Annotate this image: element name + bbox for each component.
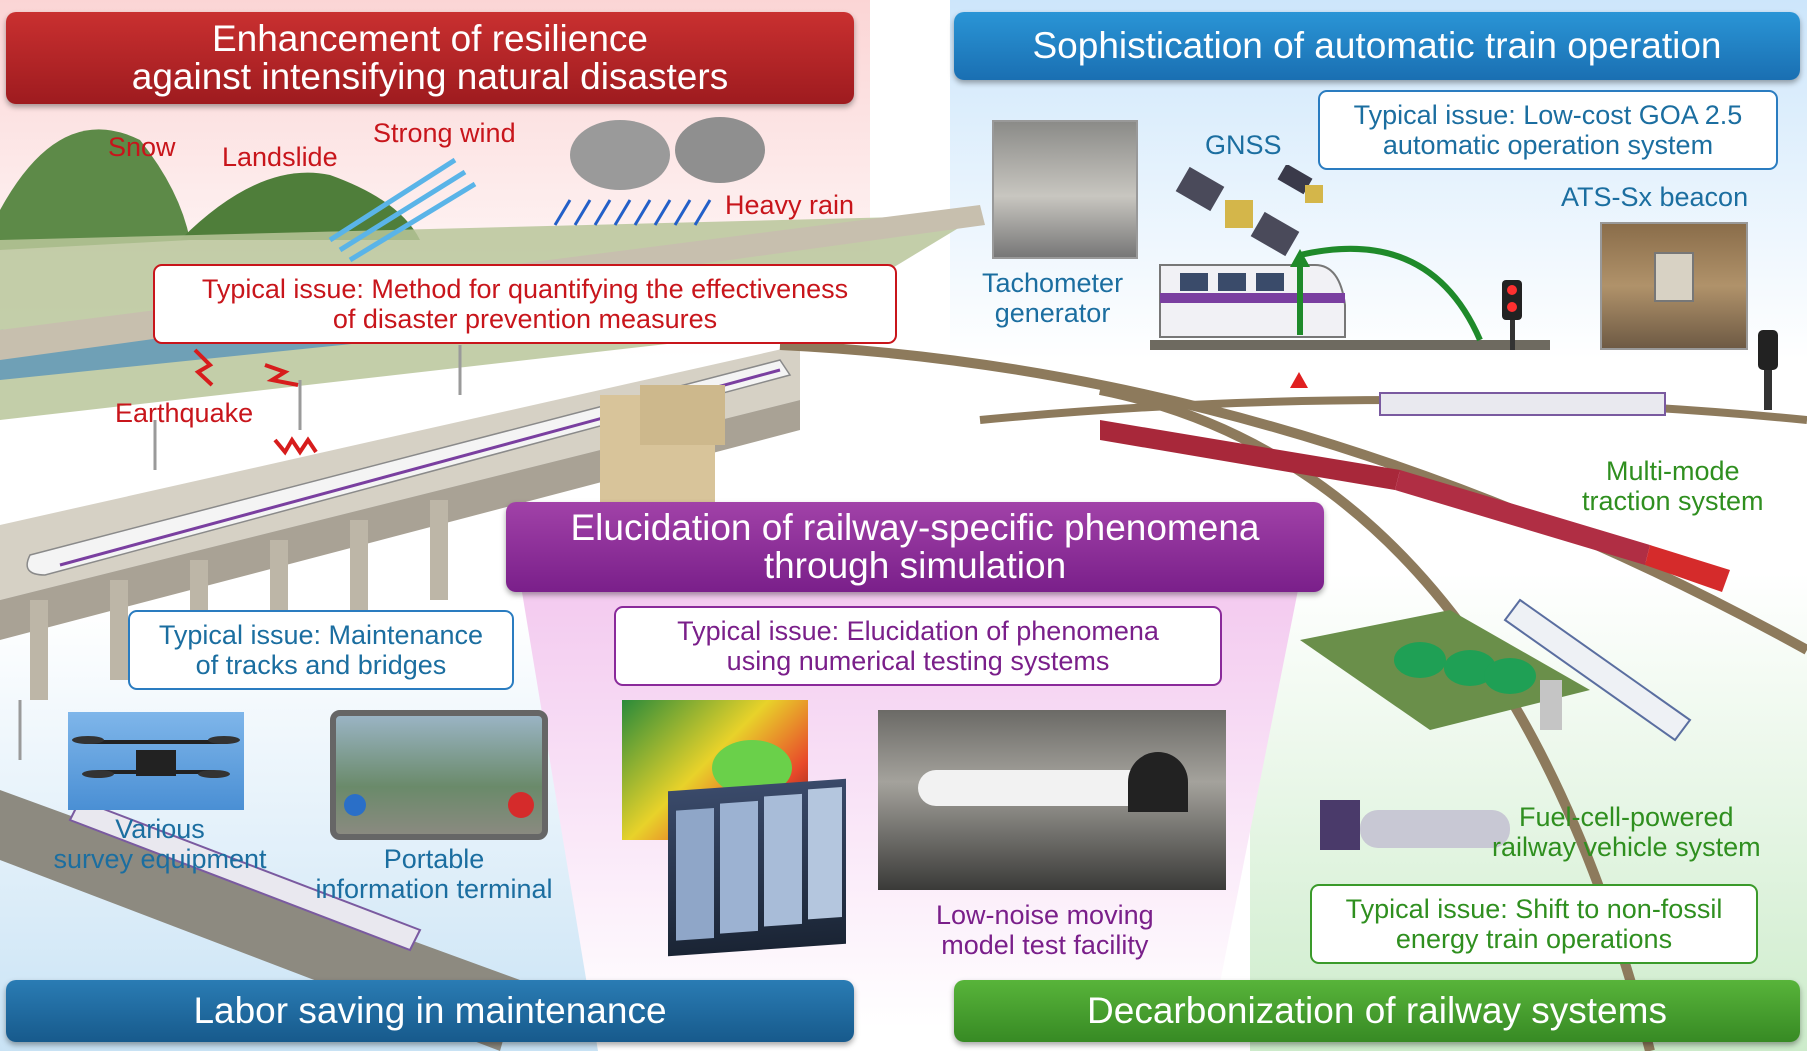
survey-label-line2: survey equipment bbox=[53, 844, 267, 874]
moving-model-facility-photo bbox=[878, 710, 1226, 890]
fuelcell-label-line1: Fuel-cell-powered bbox=[1518, 802, 1734, 832]
ato-train-illustration bbox=[1150, 245, 1550, 350]
decarbonization-issue-line1: Typical issue: Shift to non-fossil bbox=[1345, 894, 1723, 924]
supercomputer-rack-3 bbox=[764, 793, 802, 927]
terminal-play-button bbox=[344, 794, 366, 816]
maintenance-issue-line2: of tracks and bridges bbox=[195, 650, 447, 680]
resilience-issue-line2: of disaster prevention measures bbox=[332, 304, 718, 334]
commuter-train-upper bbox=[1379, 392, 1666, 416]
decarbonization-title-banner: Decarbonization of railway systems bbox=[954, 980, 1800, 1042]
supercomputer-rack-1 bbox=[676, 808, 714, 941]
fuelcell-label-line2: railway vehicle system bbox=[1492, 832, 1761, 862]
freight-train bbox=[1100, 420, 1730, 592]
model-train-nose bbox=[918, 770, 1138, 806]
model-tunnel bbox=[1128, 752, 1188, 812]
earthquake-bolt-2 bbox=[264, 363, 299, 387]
fuelcell-label: Fuel-cell-powered railway vehicle system bbox=[1492, 802, 1761, 862]
heavy-rain-label: Heavy rain bbox=[725, 190, 855, 220]
ats-beacon-label: ATS-Sx beacon bbox=[1561, 182, 1749, 212]
tachometer-label-line1: Tachometer bbox=[982, 268, 1124, 298]
automation-title: Sophistication of automatic train operat… bbox=[1032, 25, 1722, 66]
commuter-train-right bbox=[1503, 598, 1692, 742]
fuel-cell-plant bbox=[1300, 610, 1590, 730]
simulation-issue-line1: Typical issue: Elucidation of phenomena bbox=[677, 616, 1159, 646]
decarbonization-issue-box: Typical issue: Shift to non-fossil energ… bbox=[1310, 884, 1758, 964]
catenary-poles bbox=[18, 345, 462, 760]
earthquake-bolt-3 bbox=[273, 436, 318, 456]
maintenance-title-banner: Labor saving in maintenance bbox=[6, 980, 854, 1042]
resilience-title-line2: against intensifying natural disasters bbox=[131, 56, 729, 97]
maintenance-issue-line1: Typical issue: Maintenance bbox=[158, 620, 484, 650]
decarbonization-title: Decarbonization of railway systems bbox=[1087, 990, 1667, 1031]
facility-label-line2: model test facility bbox=[941, 930, 1149, 960]
multimode-label: Multi-mode traction system bbox=[1582, 456, 1764, 516]
tachometer-label-line2: generator bbox=[994, 298, 1111, 328]
satellite-icon-1 bbox=[1175, 166, 1300, 257]
automation-title-banner: Sophistication of automatic train operat… bbox=[954, 12, 1800, 80]
portable-terminal-photo bbox=[330, 710, 548, 840]
strong-wind-label: Strong wind bbox=[373, 118, 516, 148]
facility-label-line1: Low-noise moving bbox=[936, 900, 1154, 930]
drone-photo bbox=[68, 712, 244, 810]
rain-cloud-icon bbox=[553, 117, 765, 226]
track-main bbox=[779, 340, 1807, 655]
automation-issue-line1: Typical issue: Low-cost GOA 2.5 bbox=[1353, 100, 1743, 130]
snow-label: Snow bbox=[108, 132, 176, 162]
multimode-label-line2: traction system bbox=[1582, 486, 1764, 516]
maintenance-issue-box: Typical issue: Maintenance of tracks and… bbox=[128, 610, 514, 690]
terminal-record-button bbox=[508, 792, 534, 818]
resilience-title-banner: Enhancement of resilience against intens… bbox=[6, 12, 854, 104]
ats-beacon-device bbox=[1654, 252, 1694, 302]
simulation-title-line1: Elucidation of railway-specific phenomen… bbox=[570, 507, 1260, 548]
terminal-label-line1: Portable bbox=[383, 844, 485, 874]
decarbonization-issue-line2: energy train operations bbox=[1395, 924, 1673, 954]
drone-icon bbox=[72, 736, 240, 778]
wind-lines bbox=[328, 157, 477, 263]
landslide-label: Landslide bbox=[222, 142, 338, 172]
survey-label: Various survey equipment bbox=[40, 814, 280, 874]
supercomputer-rack-2 bbox=[720, 800, 758, 934]
supercomputer-photo bbox=[668, 778, 846, 957]
terminal-label-line2: information terminal bbox=[315, 874, 553, 904]
gnss-label: GNSS bbox=[1205, 130, 1282, 160]
simulation-title-banner: Elucidation of railway-specific phenomen… bbox=[506, 502, 1324, 592]
simulation-title-line2: through simulation bbox=[763, 545, 1067, 586]
survey-label-line1: Various bbox=[115, 814, 205, 844]
ats-beacon-photo bbox=[1600, 222, 1748, 350]
hydrogen-tanker-truck bbox=[1320, 800, 1510, 850]
multimode-label-line1: Multi-mode bbox=[1606, 456, 1740, 486]
ato-train-diagram bbox=[1150, 245, 1550, 365]
snowy-hill bbox=[0, 129, 190, 250]
lower-commuter-train bbox=[68, 798, 422, 952]
tachometer-generator-photo bbox=[992, 120, 1138, 259]
maintenance-title: Labor saving in maintenance bbox=[193, 990, 667, 1031]
automation-issue-box: Typical issue: Low-cost GOA 2.5 automati… bbox=[1318, 90, 1778, 170]
simulation-issue-box: Typical issue: Elucidation of phenomena … bbox=[614, 606, 1222, 686]
satellite-icon-2 bbox=[1277, 165, 1323, 203]
supercomputer-rack-4 bbox=[808, 787, 842, 920]
beacon-marker-icon bbox=[1290, 372, 1308, 388]
simulation-issue-line2: using numerical testing systems bbox=[726, 646, 1110, 676]
resilience-issue-line1: Typical issue: Method for quantifying th… bbox=[201, 274, 849, 304]
terminal-label: Portable information terminal bbox=[300, 844, 568, 904]
automation-issue-line2: automatic operation system bbox=[1382, 130, 1714, 160]
resilience-issue-box: Typical issue: Method for quantifying th… bbox=[153, 264, 897, 344]
earthquake-label: Earthquake bbox=[115, 398, 254, 428]
earthquake-bolt-1 bbox=[193, 348, 214, 387]
track-signal-icon bbox=[1758, 330, 1778, 410]
resilience-title-line1: Enhancement of resilience bbox=[211, 18, 649, 59]
tachometer-label: Tachometer generator bbox=[982, 268, 1123, 328]
facility-label: Low-noise moving model test facility bbox=[936, 900, 1154, 960]
gnss-satellite-icons bbox=[1175, 165, 1323, 257]
